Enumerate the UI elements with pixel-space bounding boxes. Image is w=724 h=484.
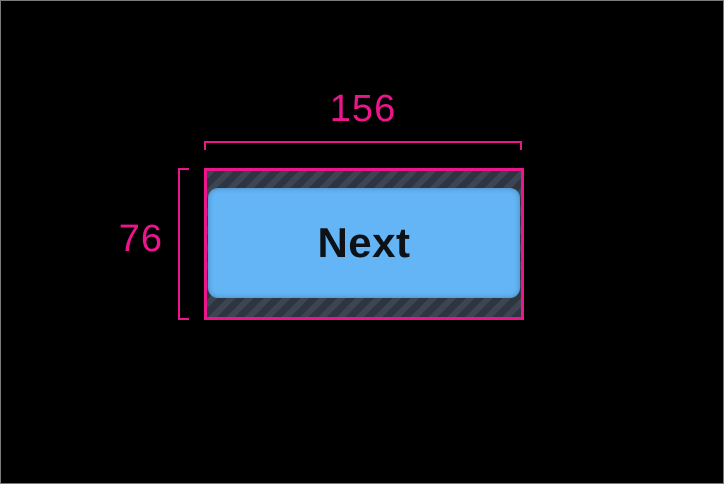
next-button[interactable]: Next — [208, 188, 520, 298]
next-button-label: Next — [317, 219, 411, 266]
tap-target-outline: Next — [204, 168, 524, 320]
height-dimension-bracket — [178, 168, 189, 320]
width-dimension-bracket — [204, 141, 522, 150]
height-dimension-label: 76 — [118, 218, 163, 260]
width-dimension-label: 156 — [329, 88, 397, 130]
